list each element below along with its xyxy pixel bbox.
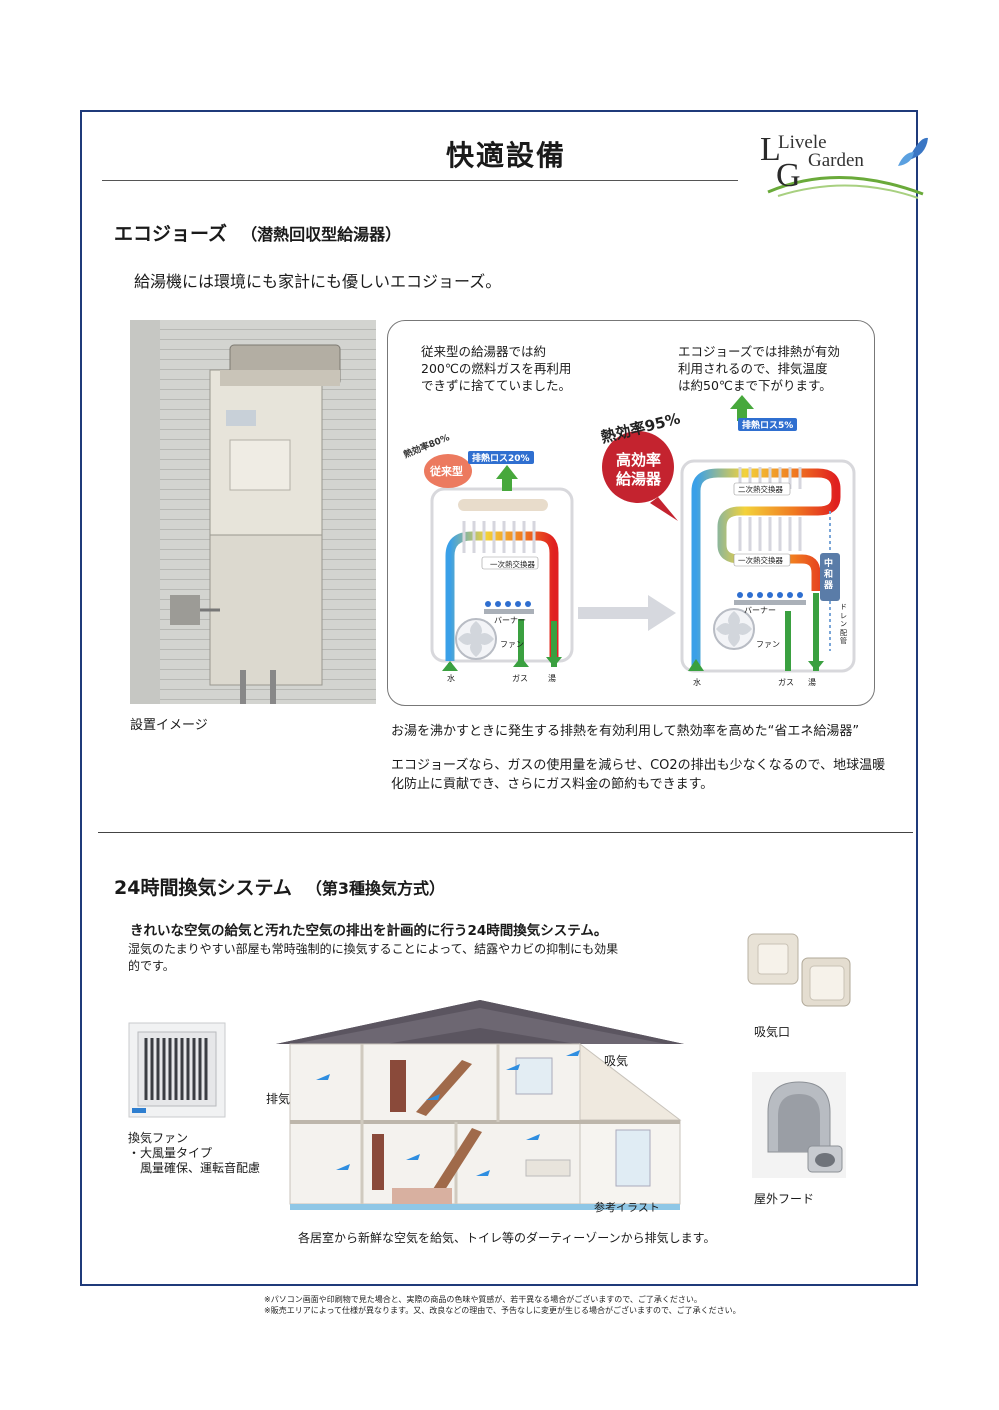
exhaust-label: 排気: [266, 1092, 291, 1106]
ecojozu-heading: エコジョーズ （潜熱回収型給湯器）: [114, 219, 401, 246]
logo-initial-g: G: [776, 157, 801, 194]
old-water-label: 水: [447, 674, 455, 683]
intake-label: 吸気: [604, 1054, 629, 1068]
ventilation-bottom-caption: 各居室から新鮮な空気を給気、トイレ等のダーティーゾーンから排気します。: [298, 1231, 716, 1245]
page-title: 快適設備: [446, 139, 567, 172]
livele-garden-logo: L Livele G Garden: [760, 131, 928, 199]
air-inlet-caption: 吸気口: [754, 1025, 791, 1039]
air-inlet-image: [747, 933, 851, 1007]
logo-line2: Garden: [808, 150, 864, 171]
title-rule: [102, 180, 738, 181]
new-secondary-hx-label: 二次熱交換器: [738, 485, 783, 494]
heater-comparison-graphic: [424, 395, 856, 673]
old-primary-hx-label: 一次熱交換器: [490, 560, 535, 569]
section-divider: [98, 832, 913, 833]
old-hot-water-label: 湯: [548, 674, 556, 683]
photo-caption: 設置イメージ: [130, 718, 208, 733]
house-illustration: [276, 1000, 684, 1210]
drain-label: ドレン配管: [840, 603, 847, 645]
neutralizer-label: 中和器: [824, 559, 834, 591]
new-water-label: 水: [693, 678, 701, 687]
logo-line1: Livele: [778, 132, 827, 153]
ecojozu-heading-sub: （潜熱回収型給湯器）: [241, 225, 402, 244]
old-gas-label: ガス: [512, 674, 528, 683]
new-gas-label: ガス: [778, 678, 794, 687]
ecojozu-description-1: お湯を沸かすときに発生する排熱を有効利用して熱効率を高めた“省エネ給湯器”: [391, 724, 860, 739]
ventilation-heading-sub: （第3種換気方式）: [305, 879, 446, 898]
new-type-badge: 高効率 給湯器: [616, 451, 662, 488]
old-fan-label: ファン: [500, 640, 524, 649]
ecojozu-heading-main: エコジョーズ: [114, 223, 228, 245]
ecojozu-diagram: 従来型の給湯器では約 200℃の燃料ガスを再利用 できずに捨てていました。 エコ…: [387, 320, 875, 706]
new-burner-label: バーナー: [744, 606, 776, 615]
old-burner-label: バーナー: [494, 616, 526, 625]
logo-initial-l: L: [760, 131, 781, 168]
footnote-2: ※販売エリアによって仕様が異なります。又、改良などの理由で、予告なしに変更が生じ…: [264, 1306, 741, 1315]
ventilation-fan-caption: 換気ファン ・大風量タイプ 風量確保、運転音配慮: [128, 1131, 261, 1175]
outdoor-hood-caption: 屋外フード: [754, 1192, 815, 1206]
ventilation-heading: 24時間換気システム （第3種換気方式）: [114, 873, 445, 900]
new-primary-hx-label: 一次熱交換器: [738, 556, 783, 565]
water-heater-photo: [130, 320, 376, 704]
new-heater-description: エコジョーズでは排熱が有効 利用されるので、排気温度 は約50℃まで下がります。: [678, 344, 840, 393]
new-hot-water-label: 湯: [808, 678, 816, 687]
ventilation-description: 湿気のたまりやすい部屋も常時強制的に換気することによって、結露やカビの抑制にも効…: [128, 942, 619, 973]
new-fan-label: ファン: [756, 640, 780, 649]
old-loss-label: 排熱ロス20%: [468, 451, 534, 464]
footnote-1: ※パソコン画面や印刷物で見た場合と、実際の商品の色味や質感が、若干異なる場合がご…: [264, 1295, 702, 1304]
old-type-badge: 従来型: [430, 465, 463, 478]
outdoor-hood-image: [752, 1072, 846, 1178]
old-heater-description: 従来型の給湯器では約 200℃の燃料ガスを再利用 できずに捨てていました。: [421, 344, 572, 393]
ecojozu-lead: 給湯機には環境にも家計にも優しいエコジョーズ。: [134, 272, 502, 291]
ventilation-fan-image: [128, 1022, 226, 1118]
illustration-note: 参考イラスト: [594, 1201, 660, 1214]
ventilation-lead: きれいな空気の給気と汚れた空気の排出を計画的に行う24時間換気システム。: [130, 923, 608, 939]
ventilation-heading-main: 24時間換気システム: [114, 877, 292, 899]
ecojozu-description-2: エコジョーズなら、ガスの使用量を減らせ、CO2の排出も少なくなるので、地球温暖 …: [391, 758, 886, 792]
new-loss-label: 排熱ロス5%: [738, 418, 798, 431]
water-heater-illustration: [130, 320, 376, 704]
